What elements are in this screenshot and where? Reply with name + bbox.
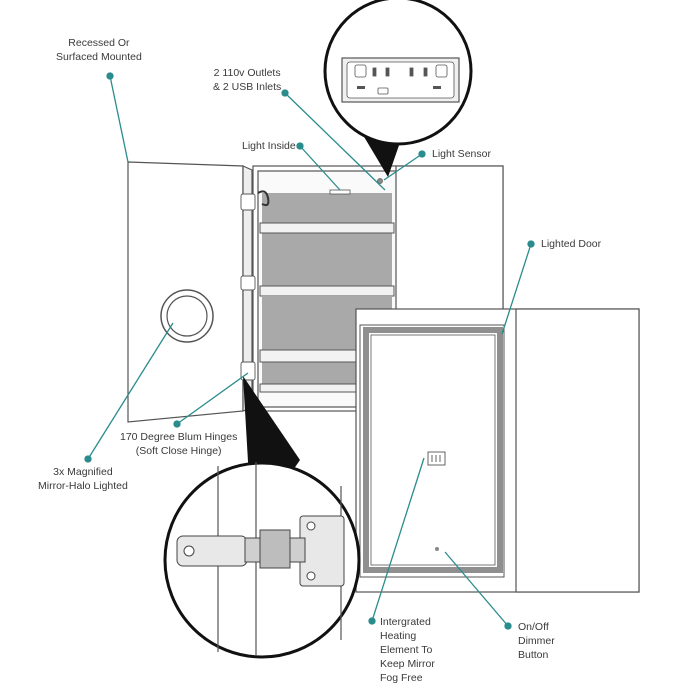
lighted-door [359,324,505,578]
hinge-zoom-bubble [163,376,361,659]
callout-text: Intergrated [380,616,431,628]
callout-magnified-mirror: 3x Magnified Mirror-Halo Lighted [38,465,128,493]
usb-inlet-icon [357,86,441,89]
callout-text: Keep Mirror [380,658,435,670]
callout-text: Mirror-Halo Lighted [38,480,128,492]
hinge-mechanism [176,515,345,587]
magnified-mirror-icon [160,289,214,343]
callout-light-inside: Light Inside [242,139,296,153]
callout-text: Dimmer [518,635,555,647]
callout-text: Heating [380,630,417,642]
callout-light-sensor: Light Sensor [432,147,491,161]
outlet-zoom-bubble [323,0,473,177]
callout-leaders [84,72,535,630]
interior-light-strip [329,189,351,195]
callout-text: 2 110v Outlets [213,67,281,79]
callout-lighted-door: Lighted Door [541,237,601,251]
callout-text: Button [518,649,549,661]
hinge-icon [240,193,256,381]
callout-text: Surfaced Mounted [56,51,142,63]
callout-text: On/Off [518,621,549,633]
callout-text: & 2 USB Inlets [213,81,282,93]
dimmer-button-icon [435,547,439,551]
outlet-icon [346,61,455,99]
callout-dimmer-button: On/Off Dimmer Button [518,620,555,662]
callout-heating-element: Intergrated Heating Element To Keep Mirr… [380,615,435,685]
callout-text: (Soft Close Hinge) [135,445,222,457]
callout-text: Light Sensor [432,148,491,160]
callout-text: Lighted Door [541,238,602,250]
heating-element-icon [427,451,446,466]
callout-text: 170 Degree Blum Hinges [120,431,238,443]
callout-text: Element To [380,644,433,656]
callout-text: 3x Magnified [53,466,113,478]
callout-text: Light Inside [242,140,296,152]
callout-recessed-mounted: Recessed Or Surfaced Mounted [56,36,142,64]
hinge-wire [257,190,270,207]
callout-text: Fog Free [380,672,423,684]
callout-outlets: 2 110v Outlets & 2 USB Inlets [213,66,281,94]
light-sensor-icon [377,178,383,184]
callout-hinges: 170 Degree Blum Hinges (Soft Close Hinge… [120,430,237,458]
callout-text: Recessed Or [68,37,130,49]
